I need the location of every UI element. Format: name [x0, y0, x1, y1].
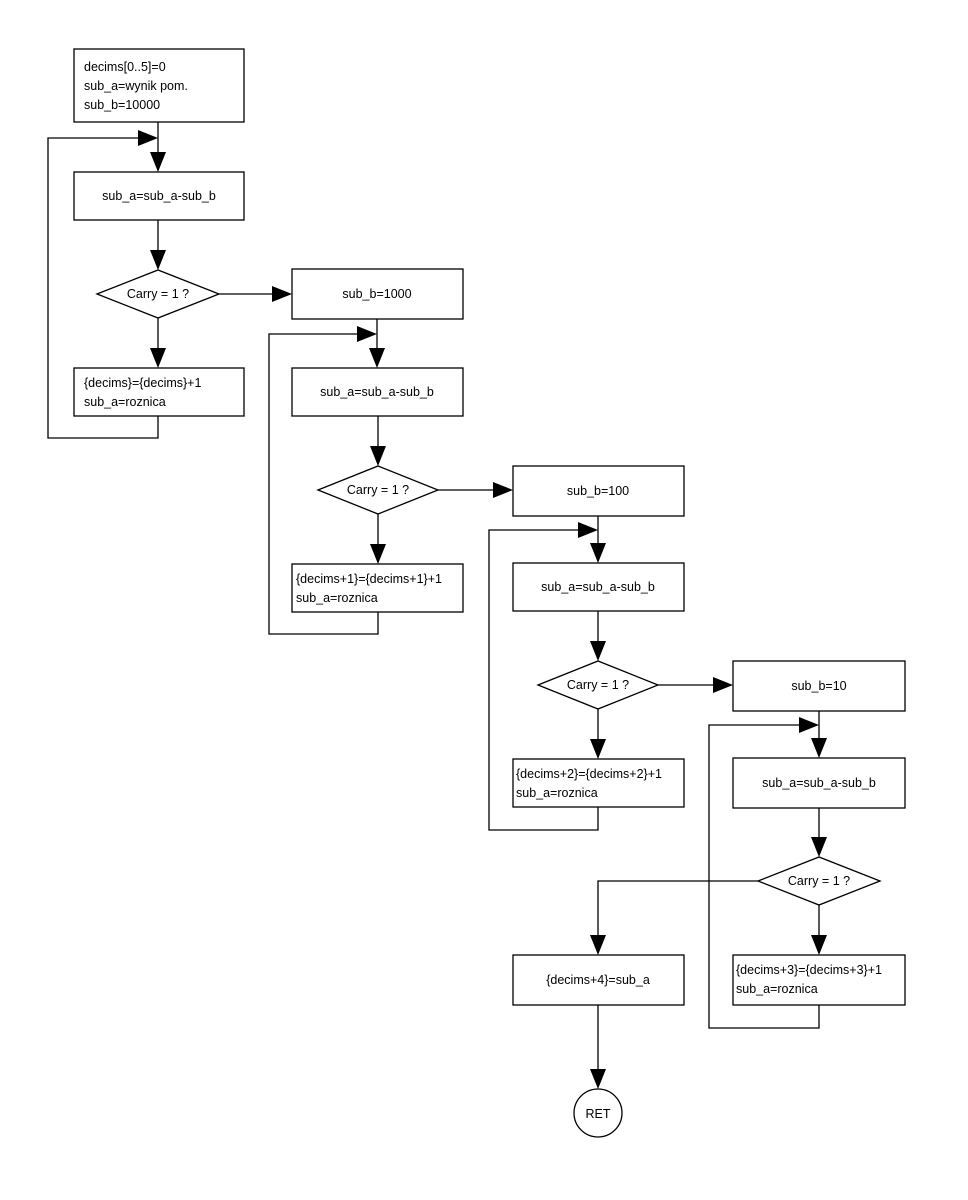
stage-1-increment-line-2: sub_a=roznica: [84, 395, 166, 409]
stage-3-increment-line-2: sub_a=roznica: [516, 786, 598, 800]
stage-3-subtract-label: sub_a=sub_a-sub_b: [541, 580, 655, 594]
arrowhead: [150, 250, 166, 270]
arrowhead: [493, 482, 513, 498]
stage-3-init-block: [512, 465, 685, 517]
stage-4-subtract-block: [732, 757, 906, 809]
stage-2-init-block: [291, 268, 464, 320]
stage-2-subtract-block: [291, 367, 464, 417]
arrowhead: [370, 446, 386, 466]
stage-4-init-label: sub_b=10: [791, 679, 846, 693]
stage-1-decision-label: Carry = 1 ?: [127, 287, 189, 301]
arrowhead: [713, 677, 733, 693]
stage-4-decision-label: Carry = 1 ?: [788, 874, 850, 888]
stage-2-increment-line-1: {decims+1}={decims+1}+1: [296, 572, 442, 586]
stage-3-increment-block: [512, 758, 685, 808]
start-line-1: decims[0..5]=0: [84, 60, 166, 74]
stage-4-increment-line-1: {decims+3}={decims+3}+1: [736, 963, 882, 977]
stage-3-init-label: sub_b=100: [567, 484, 629, 498]
arrowhead: [590, 543, 606, 563]
stage-1-increment-block: [73, 367, 245, 417]
stage-4-init-block: [732, 660, 906, 712]
edge-loop-1: [47, 137, 159, 439]
arrowhead: [272, 286, 292, 302]
stage-3-decision-label: Carry = 1 ?: [567, 678, 629, 692]
stage-1-increment-line-1: {decims}={decims}+1: [84, 376, 201, 390]
arrowhead: [590, 739, 606, 759]
edge-loop-3: [488, 529, 599, 831]
final-store-block: [512, 954, 685, 1006]
stage-4-increment-block: [732, 954, 906, 1006]
start-line-3: sub_b=10000: [84, 98, 160, 112]
arrowhead: [811, 837, 827, 857]
stage-4: sub_b=10 sub_a=sub_a-sub_b Carry = 1 ? {…: [590, 660, 906, 1029]
stage-3-increment-line-1: {decims+2}={decims+2}+1: [516, 767, 662, 781]
stage-2-subtract-label: sub_a=sub_a-sub_b: [320, 385, 434, 399]
stage-1-subtract-label: sub_a=sub_a-sub_b: [102, 189, 216, 203]
edge-loop-2: [268, 333, 379, 635]
end-terminal: [573, 1088, 623, 1138]
arrowhead: [590, 935, 606, 955]
final-store-label: {decims+4}=sub_a: [546, 973, 650, 987]
stage-1-subtract-block: [73, 171, 245, 221]
stage-2-decision-label: Carry = 1 ?: [347, 483, 409, 497]
arrowhead: [150, 348, 166, 368]
arrowhead: [811, 738, 827, 758]
stage-2-increment-block: [291, 563, 464, 613]
arrowhead: [590, 641, 606, 661]
stage-1: sub_a=sub_a-sub_b Carry = 1 ? {decims}={…: [47, 122, 292, 439]
arrowhead: [590, 1069, 606, 1089]
stage-2-increment-line-2: sub_a=roznica: [296, 591, 378, 605]
start-line-2: sub_a=wynik pom.: [84, 79, 188, 93]
arrowhead: [811, 935, 827, 955]
arrowhead: [370, 544, 386, 564]
stage-3-subtract-block: [512, 562, 685, 612]
final-stage: {decims+4}=sub_a RET: [512, 954, 685, 1138]
arrowhead: [578, 522, 598, 538]
arrowhead: [138, 130, 158, 146]
edge-decision-4-to-final: [597, 880, 758, 935]
stage-2-init-label: sub_b=1000: [342, 287, 411, 301]
stage-4-increment-line-2: sub_a=roznica: [736, 982, 818, 996]
stage-4-subtract-label: sub_a=sub_a-sub_b: [762, 776, 876, 790]
stage-4-carry-decision: [756, 856, 882, 906]
arrowhead: [150, 152, 166, 172]
start-block: decims[0..5]=0 sub_a=wynik pom. sub_b=10…: [73, 48, 245, 123]
stage-2: sub_b=1000 sub_a=sub_a-sub_b Carry = 1 ?…: [268, 268, 513, 635]
stage-3: sub_b=100 sub_a=sub_a-sub_b Carry = 1 ? …: [488, 465, 733, 831]
arrowhead: [369, 348, 385, 368]
edge-loop-4: [708, 724, 820, 1029]
arrowhead: [799, 717, 819, 733]
arrowhead: [357, 326, 377, 342]
end-terminal-label: RET: [586, 1107, 611, 1121]
